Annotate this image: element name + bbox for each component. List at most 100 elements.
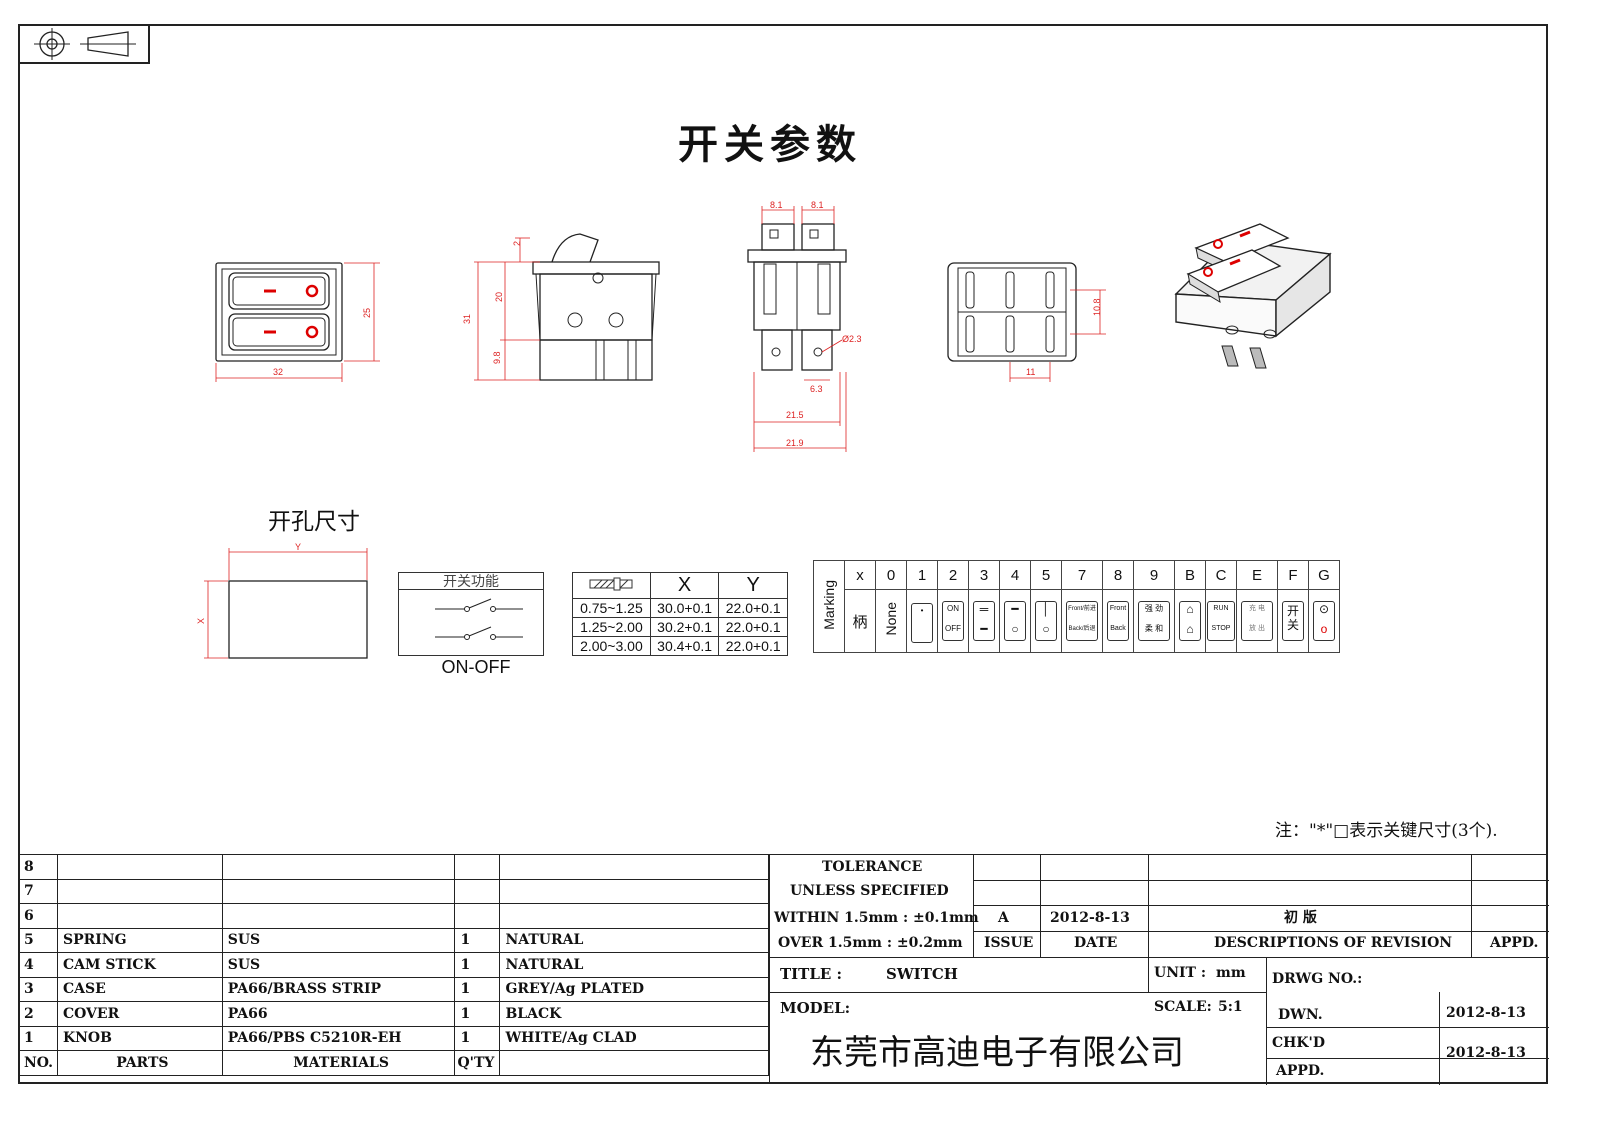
bom-row: 8	[18, 854, 769, 880]
dim-side-top: 2	[512, 241, 522, 246]
symbol-f: 开关	[1277, 589, 1309, 653]
bom-part: COVER	[56, 1001, 223, 1027]
code-cell: 1	[906, 560, 938, 590]
bom-material: PA66/BRASS STRIP	[221, 976, 456, 1002]
page-title: 开关参数	[678, 121, 862, 168]
revision-description: 初 版	[1284, 910, 1317, 926]
technical-drawing-views: 25 32 2 20 31 9.8	[196, 200, 1332, 659]
thickness-cell: 0.75~1.25	[572, 598, 651, 618]
bom-qty	[454, 903, 501, 929]
bom-material: PA66/PBS C5210R-EH	[221, 1025, 456, 1051]
table-row: 0.75~1.25 30.0+0.1 22.0+0.1	[572, 598, 788, 618]
sym-8-top: Front	[1109, 605, 1127, 612]
function-box	[398, 572, 544, 656]
tolerance-line-4: OVER 1.5mm : ±0.2mm	[778, 935, 963, 951]
bom-no: 1	[18, 1025, 58, 1051]
symbol-e: 充 电放 出	[1236, 589, 1278, 653]
bom-material	[221, 903, 456, 929]
code-cell: F	[1277, 560, 1309, 590]
panel-thickness-icon-header	[572, 572, 651, 599]
header-y: Y	[718, 572, 788, 599]
marking-header-row: Marking x 0 1 2 3 4 5 7 8 9 B C E F G	[813, 560, 1340, 653]
bom-finish: BLACK	[499, 1001, 769, 1027]
marking-label: Marking	[821, 579, 837, 630]
front-view	[215, 262, 380, 382]
bom-material	[221, 878, 456, 904]
dim-bottom-10-8: 10.8	[1092, 298, 1102, 316]
bom-part	[56, 854, 223, 880]
function-title: 开关功能	[398, 572, 544, 590]
model-label: MODEL:	[780, 999, 851, 1017]
y-cell: 22.0+0.1	[718, 636, 788, 656]
dim-end-6-3: 6.3	[810, 384, 823, 394]
bom-no: 3	[18, 976, 58, 1002]
unit-value: mm	[1216, 965, 1246, 981]
cutout-section-title: 开孔尺寸	[268, 508, 360, 534]
bom-part: SPRING	[56, 927, 223, 953]
symbol-5: │○	[1030, 589, 1062, 653]
code-cell: E	[1236, 560, 1278, 590]
tolerance-line-3: WITHIN 1.5mm : ±0.1mm	[774, 910, 979, 926]
tolerance-line-2: UNLESS SPECIFIED	[790, 883, 949, 899]
code-cell: 7	[1061, 560, 1103, 590]
marking-table: Marking x 0 1 2 3 4 5 7 8 9 B C E F G 柄 …	[813, 560, 1340, 653]
code-cell: C	[1205, 560, 1237, 590]
bom-no: 7	[18, 878, 58, 904]
sym-c-top: RUN	[1213, 605, 1229, 612]
bom-no: 5	[18, 927, 58, 953]
symbol-b: ⌂⌂	[1174, 589, 1206, 653]
code-cell: 8	[1102, 560, 1134, 590]
unit-label: UNIT :	[1154, 965, 1207, 981]
sym-9-bot: 柔 和	[1144, 624, 1164, 633]
scale-value: 5:1	[1218, 999, 1243, 1015]
bom-finish	[499, 854, 769, 880]
bom-header-parts: PARTS	[56, 1050, 223, 1076]
sym-off-text: OFF	[945, 624, 961, 633]
dim-end-top-2: 8.1	[811, 200, 824, 210]
tolerance-line-1: TOLERANCE	[822, 859, 923, 875]
dim-end-top-1: 8.1	[770, 200, 783, 210]
open-close-symbol: 开关	[1282, 601, 1304, 641]
dim-side-31: 31	[462, 314, 472, 324]
switch-schematic-icon	[435, 598, 523, 640]
bom-material	[221, 854, 456, 880]
sym-on-text: ON	[947, 604, 959, 613]
bom-part	[56, 878, 223, 904]
sym-e-top: 充 电	[1249, 605, 1265, 612]
x-cell: 30.4+0.1	[649, 636, 720, 656]
projection-symbol	[18, 24, 150, 64]
checked-date: 2012-8-13	[1446, 1045, 1526, 1061]
handle-cell: 柄	[844, 589, 876, 653]
dim-bottom-11: 11	[1026, 367, 1035, 377]
symbol-1: •	[906, 589, 938, 653]
drawn-label: DWN.	[1278, 1007, 1323, 1023]
drawing-note: 注："*"□表示关键尺寸(3个).	[1275, 821, 1498, 841]
charge-discharge-symbol: 充 电放 出	[1241, 601, 1273, 641]
thickness-cell: 2.00~3.00	[572, 636, 651, 656]
code-cell: 2	[937, 560, 969, 590]
code-cell: 5	[1030, 560, 1062, 590]
bom-qty: 1	[454, 1025, 501, 1051]
bom-header-materials: MATERIALS	[221, 1050, 456, 1076]
panel-thickness-table: X Y 0.75~1.25 30.0+0.1 22.0+0.1 1.25~2.0…	[572, 572, 788, 656]
appd-label: APPD.	[1490, 935, 1539, 951]
bom-finish: NATURAL	[499, 952, 769, 978]
symbol-4: ━○	[999, 589, 1031, 653]
sym-8-bot: Back	[1110, 625, 1126, 632]
bom-no: 2	[18, 1001, 58, 1027]
none-label: None	[883, 602, 899, 636]
bom-qty: 1	[454, 952, 501, 978]
bottom-view	[947, 262, 1106, 382]
symbol-2: ON OFF	[937, 589, 969, 653]
y-cell: 22.0+0.1	[718, 598, 788, 618]
bom-finish	[499, 878, 769, 904]
checked-label: CHK'D	[1272, 1035, 1325, 1051]
house-symbol-icon: ⌂⌂	[1179, 601, 1201, 641]
bom-no: 8	[18, 854, 58, 880]
code-cell: 4	[999, 560, 1031, 590]
